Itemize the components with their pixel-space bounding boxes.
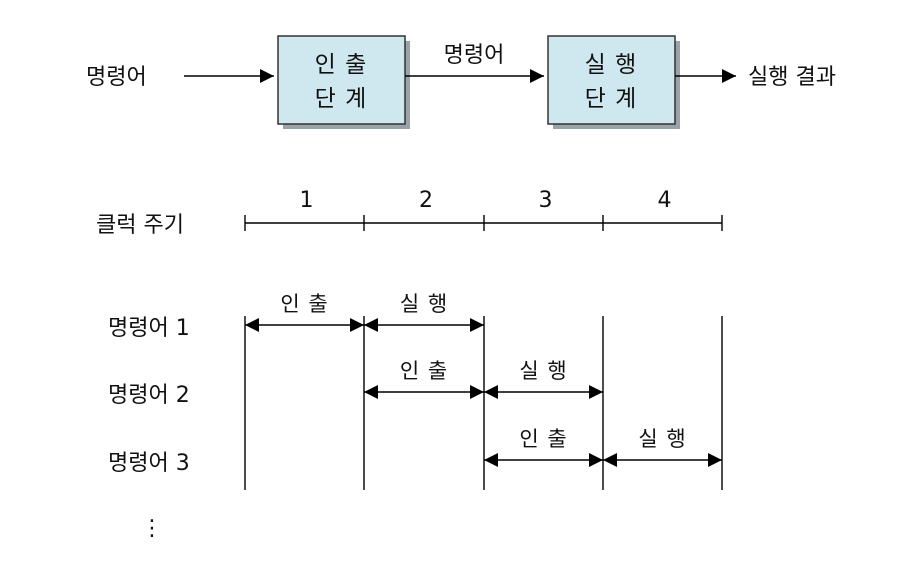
between-label: 명령어 [444,43,505,68]
execute-stage-box [547,35,676,125]
cycle-boundaries [244,316,723,490]
execute-stage-line1: 실 행 [585,52,638,78]
stage-label: 인 출 [280,292,328,316]
instruction-label: 명령어 3 [108,451,190,476]
stage-label: 인 출 [519,427,567,451]
output-label: 실행 결과 [748,65,836,90]
more-instructions-ellipsis: ⋮ [141,516,163,541]
fetch-stage-box [277,35,406,125]
cycle-label: 1 [300,188,314,213]
cycle-label: 3 [539,188,553,213]
clock-ticks [244,215,723,231]
stage-label: 인 출 [400,359,448,383]
instruction-label: 명령어 1 [108,316,190,341]
fetch-stage-line2: 단 계 [315,86,368,112]
cycle-label: 2 [419,188,433,213]
instruction-label: 명령어 2 [108,383,190,408]
fetch-stage-line1: 인 출 [315,52,368,78]
clock-label: 클럭 주기 [96,213,184,238]
cycle-label: 4 [658,188,672,213]
cycle-labels: 1 2 3 4 [300,188,672,213]
stage-label: 실 행 [400,292,448,316]
input-label: 명령어 [86,65,147,90]
stage-label: 실 행 [638,427,686,451]
execute-stage-line2: 단 계 [585,86,638,112]
stage-label: 실 행 [519,359,567,383]
